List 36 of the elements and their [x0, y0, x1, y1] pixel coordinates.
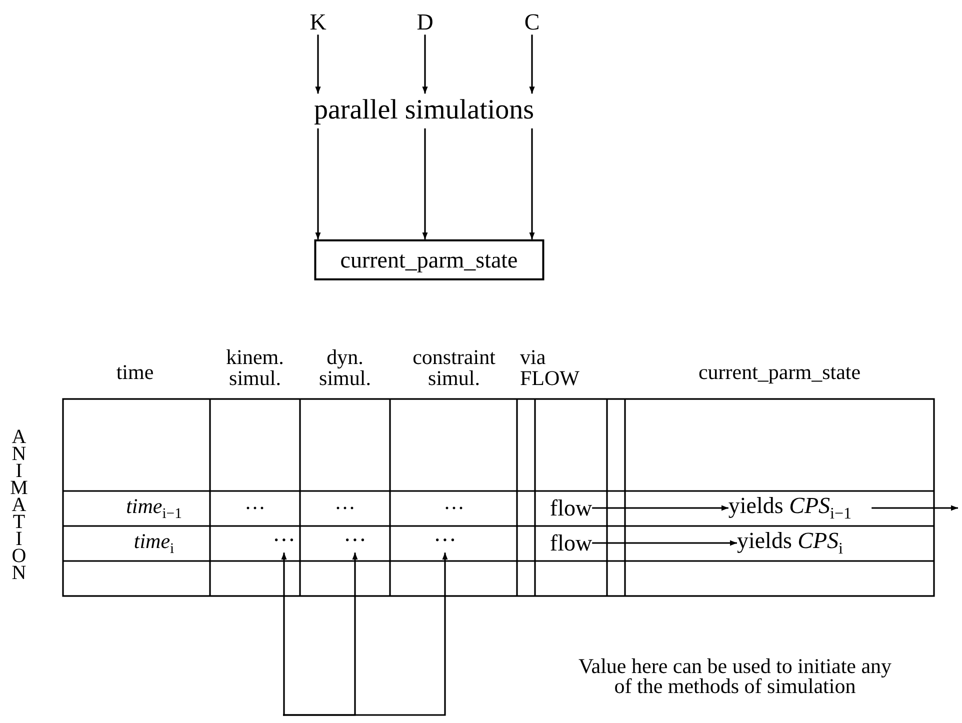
- arrow: [592, 540, 737, 546]
- column-header: dyn. simul.: [318, 345, 372, 391]
- arrow: [529, 34, 535, 94]
- table-cell-text: ···: [334, 495, 356, 522]
- arrow: [872, 505, 958, 511]
- result-label: yields CPS$_{i−1}$: [728, 492, 852, 524]
- table-cell: flow: [550, 495, 592, 521]
- ellipsis-mark: ···: [344, 527, 366, 553]
- variable-label: D: [416, 9, 434, 35]
- column-header: kinem. simul.: [225, 345, 285, 391]
- ellipsis-mark: ···: [272, 527, 296, 553]
- ellipsis-mark: ···: [434, 527, 456, 553]
- variable-label: C: [524, 9, 540, 35]
- column-header: current_parm_state: [697, 358, 862, 386]
- table-cell-text: time$_{i−1}$: [125, 493, 183, 524]
- vertical-label: ANIMATION: [7, 425, 31, 581]
- table-cell-text: time$_{i}$: [132, 528, 176, 559]
- variable-label: K: [310, 9, 326, 35]
- arrow: [422, 128, 428, 240]
- column-header: time: [115, 358, 155, 386]
- arrow: [315, 128, 321, 240]
- table-cell: flow: [550, 530, 592, 556]
- arrow: [315, 34, 321, 94]
- arrow: [281, 552, 287, 716]
- table-cell-text: ···: [442, 495, 466, 522]
- note-text: Value here can be used to initiate any of the methods of simulation: [577, 653, 893, 700]
- process-label: parallel simulations: [310, 94, 538, 128]
- column-header: constraint simul.: [412, 345, 496, 391]
- arrow: [529, 128, 535, 240]
- column-header: via FLOW: [520, 345, 580, 391]
- result-label: yields CPS$_{i}$: [736, 528, 844, 558]
- table-cell-text: ···: [244, 495, 266, 522]
- arrow: [422, 34, 428, 94]
- arrow: [283, 552, 448, 716]
- state-box: current_parm_state: [314, 239, 544, 281]
- arrow: [592, 505, 728, 511]
